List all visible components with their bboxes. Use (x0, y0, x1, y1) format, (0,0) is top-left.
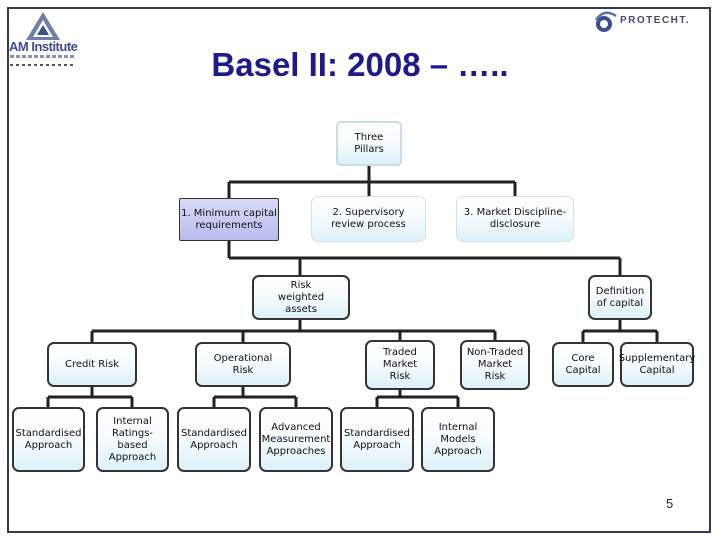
right-logo-text: PROTECHT. (620, 15, 691, 26)
node-pillar-1: 1. Minimum capital requirements (179, 198, 279, 241)
node-risk-weighted-assets: Risk weighted assets (252, 275, 350, 320)
slide-title: Basel II: 2008 – ….. (211, 46, 509, 83)
node-supplementary-capital: Supplementary Capital (619, 342, 695, 387)
node-traded-market-risk: Traded Market Risk (365, 340, 435, 390)
node-credit-internal-ratings: Internal Ratings-based Approach (96, 407, 169, 472)
slide-frame (7, 7, 711, 533)
node-non-traded-market-risk: Non-Traded Market Risk (460, 340, 530, 390)
node-operational-standardised: Standardised Approach (177, 407, 251, 472)
node-definition-of-capital: Definition of capital (588, 275, 652, 320)
am-institute-logo: AM Institute (9, 11, 78, 67)
node-traded-standardised: Standardised Approach (340, 407, 414, 472)
node-operational-risk: Operational Risk (195, 342, 291, 387)
left-logo-text: AM Institute (9, 39, 78, 54)
logo-tagline (10, 64, 74, 66)
page-number: 5 (666, 496, 674, 511)
node-credit-risk: Credit Risk (47, 342, 137, 387)
node-pillar-3: 3. Market Discipline-disclosure (456, 196, 574, 242)
logo-subtitle (10, 55, 76, 58)
node-operational-advanced: Advanced Measurement Approaches (259, 407, 333, 472)
node-pillar-2: 2. Supervisory review process (311, 196, 426, 242)
node-three-pillars: Three Pillars (336, 121, 402, 166)
protecht-logo: PROTECHT. (590, 10, 710, 36)
node-credit-standardised: Standardised Approach (12, 407, 85, 472)
triangle-logo-icon (26, 12, 60, 40)
node-core-capital: Core Capital (552, 342, 614, 387)
swirl-logo-icon (594, 11, 617, 32)
node-traded-internal-models: Internal Models Approach (421, 407, 495, 472)
